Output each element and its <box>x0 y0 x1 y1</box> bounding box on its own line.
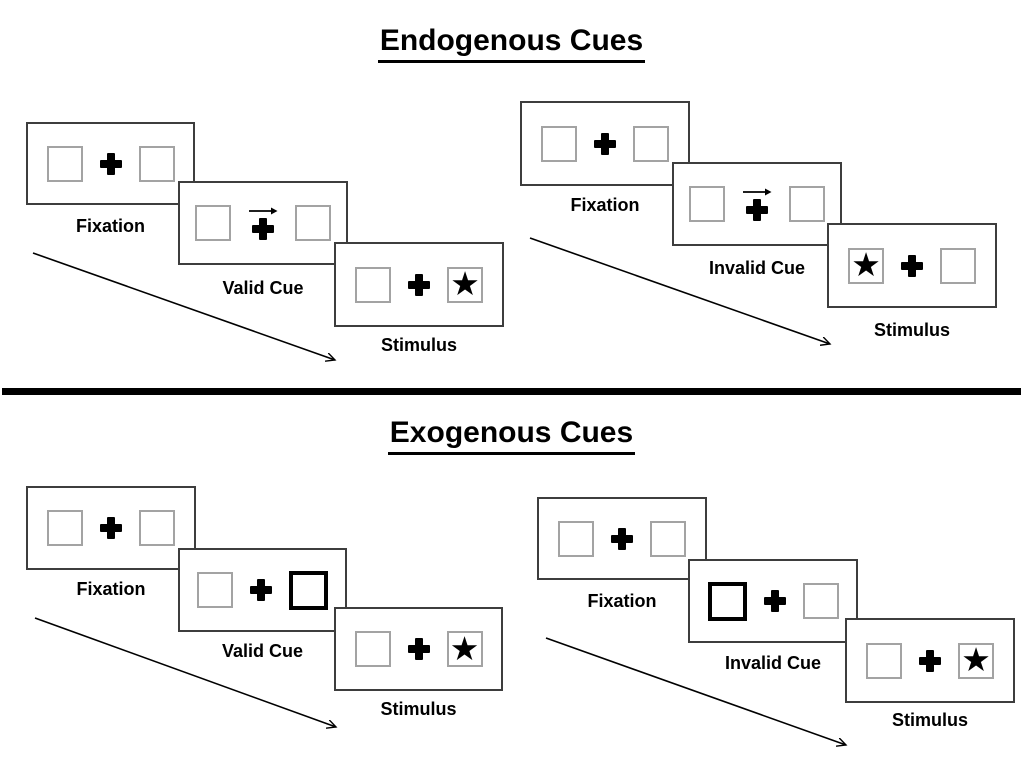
left-box <box>558 520 594 557</box>
fixation-cross-icon <box>99 152 122 175</box>
right-box <box>650 520 686 557</box>
left-box <box>689 186 725 222</box>
exo-invalid-fixation-screen <box>537 497 707 580</box>
right-arrow-cue-icon <box>743 188 772 196</box>
panel-label-stimulus: Stimulus <box>380 699 457 719</box>
fixation-cross-icon <box>407 638 430 660</box>
timeline-arrow-endo-valid <box>32 252 335 360</box>
fixation-cross-icon <box>252 218 274 240</box>
endo-invalid-stimulus-screen: ★ <box>827 223 997 308</box>
endo-valid-cue-screen <box>178 181 348 265</box>
fixation-cross-icon <box>250 579 272 601</box>
fixation-cross-icon <box>594 132 616 155</box>
fixation-cross-icon <box>746 199 768 221</box>
panel-label-fixation: Fixation <box>570 195 640 215</box>
panel-label-fixation: Fixation <box>587 591 657 611</box>
left-box: ★ <box>848 246 884 284</box>
star-stimulus-icon: ★ <box>450 265 480 302</box>
exo-invalid-stimulus-screen: ★ <box>845 618 1015 703</box>
right-box: ★ <box>958 641 994 679</box>
fixation-cross-icon <box>901 254 923 277</box>
right-box: ★ <box>447 265 483 303</box>
panel-label-fixation: Fixation <box>75 216 145 236</box>
panel-label-invalid-cue: Invalid Cue <box>724 653 822 673</box>
exo-valid-stimulus-screen: ★ <box>334 607 503 691</box>
fixation-cross-icon <box>100 517 122 539</box>
left-box <box>355 266 391 303</box>
timeline-arrow-exo-valid <box>34 617 336 727</box>
exogenous-section-title: Exogenous Cues <box>0 416 1023 455</box>
highlighted-cue-box <box>289 570 328 610</box>
right-box <box>138 145 175 182</box>
left-box <box>541 125 577 162</box>
star-stimulus-icon: ★ <box>449 629 480 667</box>
right-box <box>633 125 669 162</box>
panel-label-fixation: Fixation <box>76 579 146 599</box>
central-cue <box>248 206 278 240</box>
right-box <box>139 510 175 546</box>
left-box <box>195 205 231 241</box>
endo-valid-fixation-screen <box>26 122 195 205</box>
endo-invalid-fixation-screen <box>520 101 690 186</box>
endo-valid-stimulus-screen: ★ <box>334 242 504 327</box>
exo-invalid-cue-screen <box>688 559 858 643</box>
right-box <box>789 186 825 222</box>
section-divider <box>2 388 1021 395</box>
panel-label-stimulus: Stimulus <box>380 335 457 355</box>
highlighted-cue-box <box>707 581 747 621</box>
star-stimulus-icon: ★ <box>961 641 991 678</box>
right-box: ★ <box>446 629 483 667</box>
exogenous-title-text: Exogenous Cues <box>387 416 636 455</box>
central-cue <box>742 187 772 221</box>
left-box <box>354 631 391 667</box>
exo-valid-fixation-screen <box>26 486 196 570</box>
endogenous-title-text: Endogenous Cues <box>377 24 646 63</box>
fixation-cross-icon <box>763 590 786 612</box>
right-arrow-cue-icon <box>249 207 278 215</box>
right-box <box>802 583 839 619</box>
left-box <box>46 145 83 182</box>
endogenous-section-title: Endogenous Cues <box>0 24 1023 63</box>
exo-valid-cue-screen <box>178 548 347 632</box>
panel-label-stimulus: Stimulus <box>873 320 950 340</box>
panel-label-valid-cue: Valid Cue <box>221 641 304 661</box>
left-box <box>197 572 233 608</box>
endo-invalid-cue-screen <box>672 162 842 246</box>
fixation-cross-icon <box>408 273 430 296</box>
panel-label-stimulus: Stimulus <box>891 710 968 730</box>
star-stimulus-icon: ★ <box>851 246 881 283</box>
fixation-cross-icon <box>611 527 633 550</box>
right-box <box>940 247 976 284</box>
left-box <box>866 642 902 679</box>
fixation-cross-icon <box>919 649 941 672</box>
right-box <box>295 205 331 241</box>
left-box <box>47 510 83 546</box>
timeline-arrow-endo-invalid <box>529 237 830 344</box>
panel-label-invalid-cue: Invalid Cue <box>708 258 806 278</box>
panel-label-valid-cue: Valid Cue <box>222 278 304 298</box>
